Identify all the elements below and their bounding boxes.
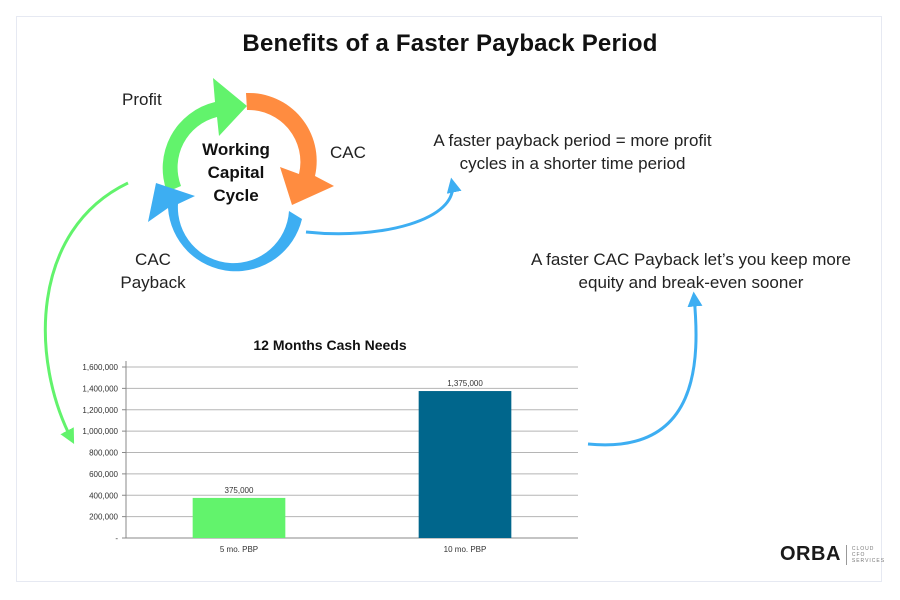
cycle-arrow-cac-payback	[148, 183, 302, 272]
connector-blue-to-note	[305, 177, 462, 236]
page-frame	[16, 16, 882, 582]
cycle-label-cac-payback: CAC Payback	[120, 250, 186, 292]
cycle-center-label: Working Capital Cycle	[202, 140, 270, 205]
note-profit-cycles: A faster payback period = more profit cy…	[433, 131, 712, 173]
y-tick-label: 1,000,000	[82, 427, 118, 436]
chart-title: 12 Months Cash Needs	[253, 337, 407, 353]
y-tick-label: 200,000	[89, 513, 118, 522]
bar-1	[192, 497, 286, 538]
y-tick-label: 1,400,000	[82, 384, 118, 393]
orba-logo: ORBA CLOUD CFO SERVICES	[780, 543, 886, 566]
x-tick-label: 10 mo. PBP	[444, 545, 487, 554]
bar-value-label: 1,375,000	[447, 379, 483, 388]
cycle-label-cac: CAC	[330, 143, 366, 162]
y-tick-label: 1,200,000	[82, 406, 118, 415]
x-tick-label: 5 mo. PBP	[220, 545, 258, 554]
cycle-arrow-cac	[246, 92, 334, 205]
logo-divider	[845, 544, 847, 565]
y-tick-label: -	[115, 534, 118, 543]
bar-2	[418, 391, 512, 538]
y-tick-label: 600,000	[89, 470, 118, 479]
y-tick-label: 1,600,000	[82, 363, 118, 372]
connector-green-to-chart	[43, 181, 129, 444]
note-equity: A faster CAC Payback let’s you keep more…	[530, 250, 851, 292]
connector-chart-to-equity-note	[587, 291, 703, 447]
bar-value-label: 375,000	[225, 486, 254, 495]
y-tick-label: 400,000	[89, 491, 118, 500]
page-title: Benefits of a Faster Payback Period	[242, 30, 658, 57]
y-tick-label: 800,000	[89, 449, 118, 458]
logo-wordmark: ORBA	[780, 543, 841, 565]
cycle-arrow-profit	[162, 78, 247, 192]
logo-tagline: CLOUD CFO SERVICES	[851, 545, 886, 564]
cycle-label-profit: Profit	[122, 90, 162, 109]
